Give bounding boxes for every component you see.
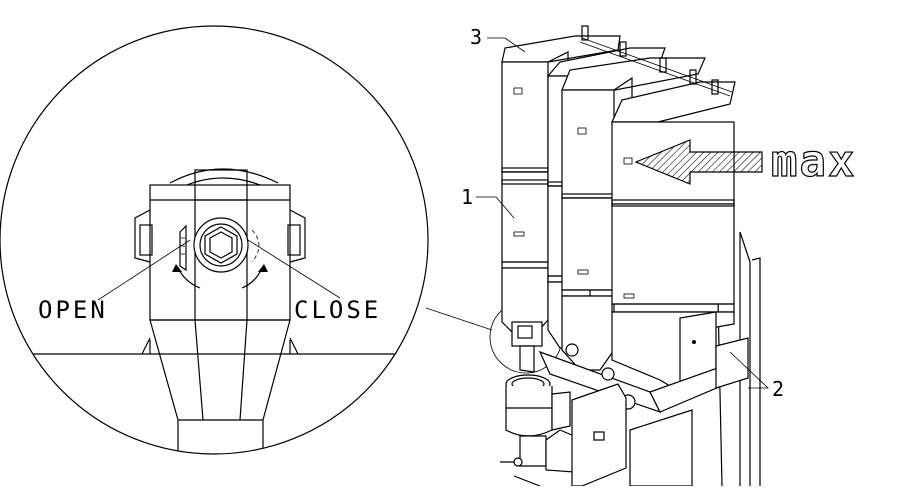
machine-assembly [500,25,763,487]
callout-2: 2 [772,377,784,401]
callout-1: 1 [461,185,473,209]
valve-detail [0,168,428,454]
detail-view: OPEN CLOSE [0,25,429,455]
callout-1-leader [476,196,515,219]
callout-3: 3 [470,25,482,49]
callout-2-leader [729,351,770,389]
detail-leader [425,307,493,331]
max-label: max [771,136,856,187]
feeder-unit [500,321,693,487]
detail-circle [0,25,429,455]
close-label: CLOSE [294,296,381,324]
hopper-4 [611,81,736,393]
open-label: OPEN [38,296,108,324]
hopper-3 [561,57,706,371]
callout-3-leader [487,37,526,53]
lid-clips [579,25,733,97]
max-level-arrow [634,139,763,185]
